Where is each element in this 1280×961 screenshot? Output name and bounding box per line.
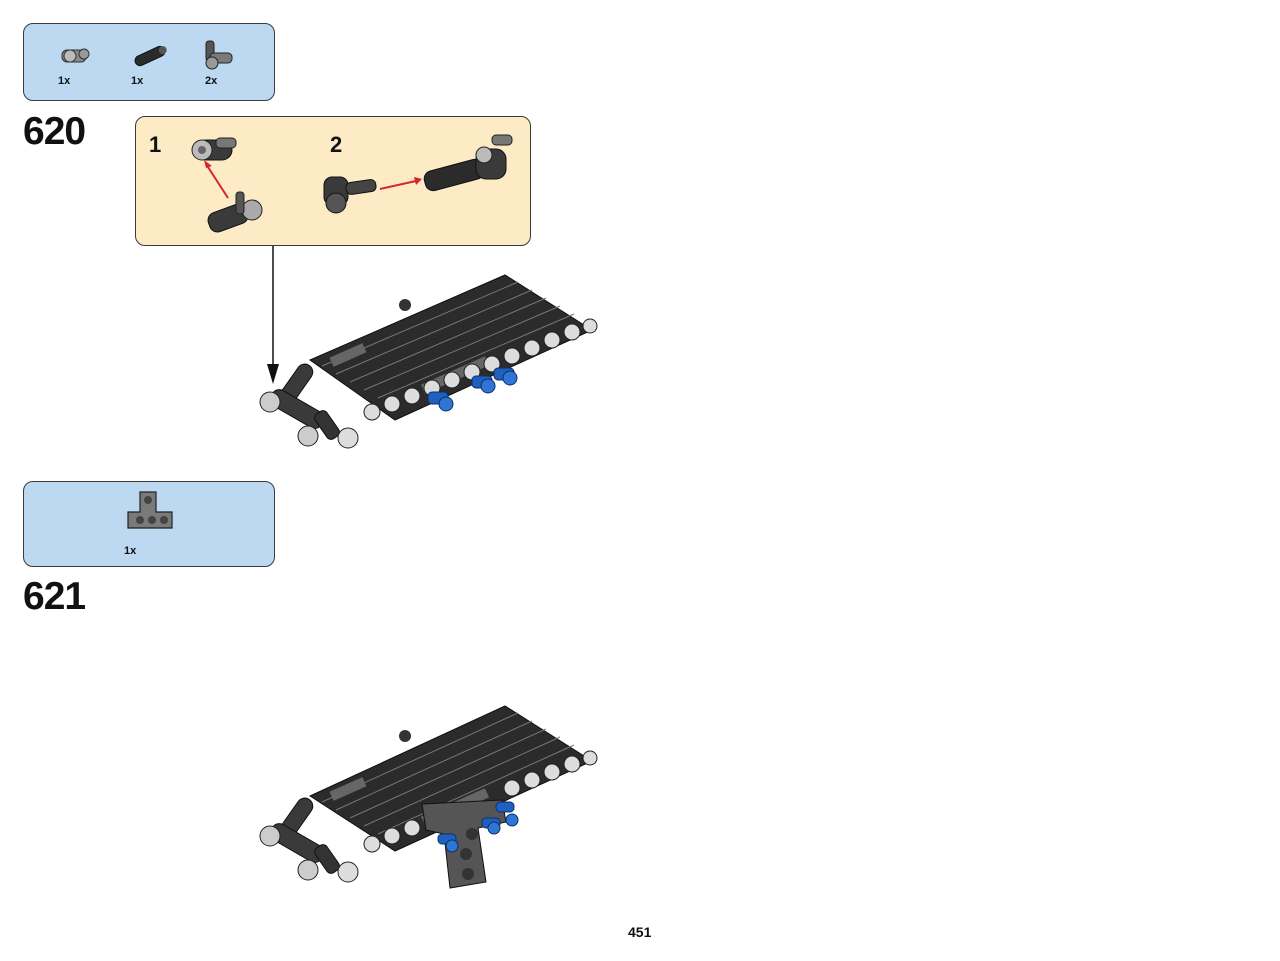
model-assembly-620 bbox=[259, 274, 598, 449]
part-qty: 1x bbox=[124, 545, 137, 557]
callout-arrow bbox=[267, 246, 279, 384]
part-qty: 2x bbox=[205, 75, 218, 87]
axle-beam-icon bbox=[134, 45, 167, 67]
substep-1-illustration bbox=[191, 137, 263, 233]
substep-number: 1 bbox=[149, 132, 162, 157]
part-qty: 1x bbox=[131, 75, 144, 87]
step-number-621: 621 bbox=[23, 575, 86, 618]
axle-pin-connector-icon bbox=[61, 48, 90, 63]
t-beam-icon bbox=[127, 491, 173, 529]
substep-number: 2 bbox=[330, 132, 343, 157]
page-number: 451 bbox=[628, 924, 652, 940]
model-assembly-621 bbox=[259, 705, 598, 889]
technic-pin-icon bbox=[205, 40, 233, 70]
parts-list-box-620: 1x 1x 2x bbox=[23, 23, 275, 101]
parts-list-box-621: 1x bbox=[23, 481, 275, 567]
step-number-620: 620 bbox=[23, 110, 86, 153]
substep-2-illustration bbox=[323, 134, 513, 214]
part-qty: 1x bbox=[58, 75, 71, 87]
substep-callout-box: 1 2 bbox=[135, 116, 531, 246]
